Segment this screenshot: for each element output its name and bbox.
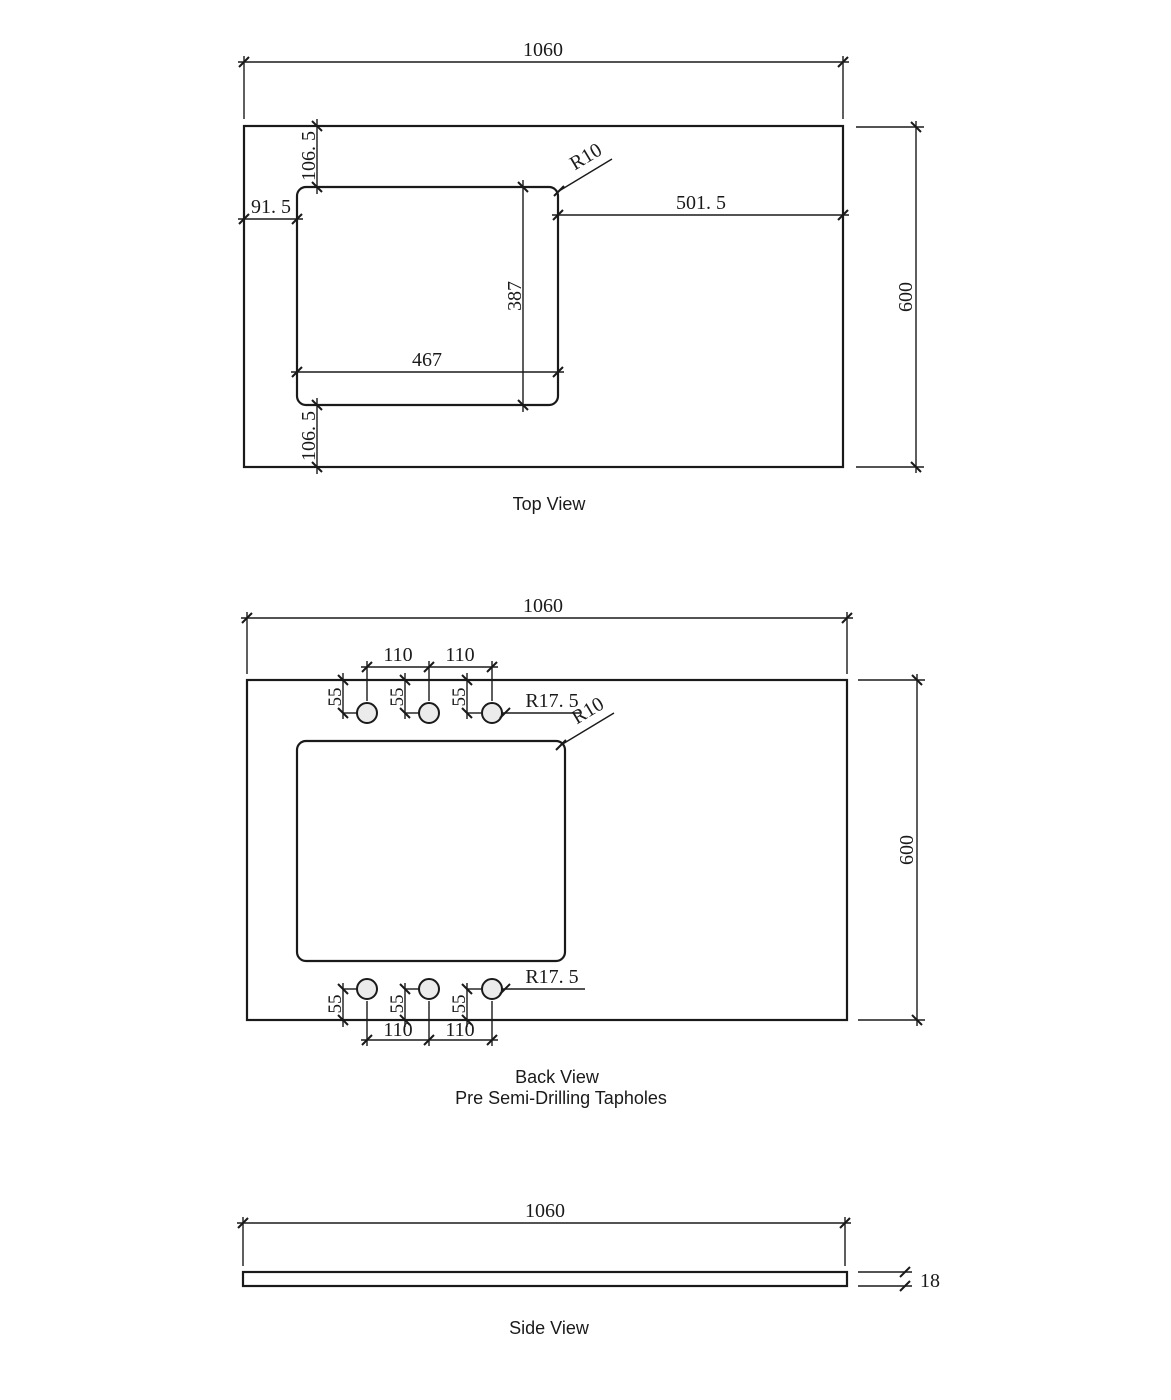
top-dim-offset-left-text: 91. 5 (251, 196, 291, 218)
side-dim-overall-width: 1060 (237, 1200, 851, 1266)
back-dim-overall-depth: 600 (858, 674, 925, 1026)
side-dim-overall-width-text: 1060 (525, 1200, 565, 1222)
back-dim-bottom-hole-spacing: 110 110 (361, 1001, 498, 1046)
back-view-sink-cutout (295, 739, 567, 963)
top-dim-cutout-depth: 387 (504, 180, 529, 412)
back-dim-overall-width: 1060 (241, 595, 853, 674)
back-dim-top-offset-1-text: 55 (325, 688, 346, 707)
back-dim-overall-width-text: 1060 (523, 595, 563, 617)
back-dim-top-offset-3-text: 55 (449, 688, 470, 707)
back-leader-taphole-radius-top-text: R17. 5 (525, 690, 578, 712)
side-view: 1060 18 Side View (237, 1200, 940, 1338)
back-leader-taphole-radius-top: R17. 5 (499, 690, 580, 719)
top-view-sink-cutout (295, 185, 560, 407)
back-dim-top-hole-spacing: 110 110 (361, 644, 498, 701)
side-dim-thickness-text: 18 (920, 1270, 940, 1292)
taphole-bottom-1 (356, 978, 378, 1000)
top-dim-offset-left: 91. 5 (238, 196, 303, 225)
back-view: 1060 600 110 110 (241, 595, 925, 1108)
taphole-top-1 (356, 702, 378, 724)
side-view-slab (241, 1270, 849, 1288)
back-leader-taphole-radius-bottom: R17. 5 (499, 966, 585, 995)
top-dim-offset-top-text: 106. 5 (298, 131, 320, 181)
top-dim-overall-width-text: 1060 (523, 39, 563, 61)
back-leader-taphole-radius-bottom-text: R17. 5 (525, 966, 578, 988)
top-dim-offset-bottom: 106. 5 (298, 398, 323, 474)
top-dim-offset-top: 106. 5 (298, 119, 323, 194)
back-dim-top-spacing-2-text: 110 (445, 644, 474, 666)
side-dim-thickness: 18 (858, 1266, 940, 1292)
taphole-top-3 (481, 702, 503, 724)
top-dim-cutout-depth-text: 387 (504, 281, 526, 311)
back-view-sublabel: Pre Semi-Drilling Tapholes (455, 1088, 667, 1108)
back-view-label: Back View (515, 1067, 600, 1087)
back-view-outline (245, 678, 849, 1022)
back-dim-bottom-offset-1-text: 55 (325, 995, 346, 1014)
top-dim-offset-bottom-text: 106. 5 (298, 411, 320, 461)
back-dim-top-spacing-1-text: 110 (383, 644, 412, 666)
top-view: 1060 600 106. 5 91. 5 (238, 39, 924, 514)
top-dim-overall-width: 1060 (238, 39, 849, 119)
back-dim-overall-depth-text: 600 (896, 835, 918, 865)
taphole-top-2 (418, 702, 440, 724)
back-dim-bottom-spacing-1-text: 110 (383, 1019, 412, 1041)
top-dim-cutout-width: 467 (291, 349, 564, 378)
top-view-outline (242, 124, 845, 469)
top-dim-overall-depth: 600 (856, 121, 924, 473)
taphole-bottom-2 (418, 978, 440, 1000)
top-dim-cutout-width-text: 467 (412, 349, 442, 371)
back-dim-bottom-offset-2-text: 55 (387, 995, 408, 1014)
back-dim-bottom-spacing-2-text: 110 (445, 1019, 474, 1041)
top-dim-right-clearance-text: 501. 5 (676, 192, 726, 214)
back-dim-bottom-offset-3-text: 55 (449, 995, 470, 1014)
top-dim-overall-depth-text: 600 (895, 282, 917, 312)
back-dim-bottom-hole-offsets: 55 55 55 (325, 983, 481, 1027)
back-dim-top-hole-offsets: 55 55 55 (325, 673, 481, 719)
top-view-label: Top View (513, 494, 587, 514)
top-leader-corner-radius: R10 (553, 139, 613, 197)
back-dim-top-offset-2-text: 55 (387, 688, 408, 707)
side-view-label: Side View (509, 1318, 590, 1338)
top-dim-right-clearance: 501. 5 (552, 192, 849, 221)
taphole-bottom-3 (481, 978, 503, 1000)
top-leader-corner-radius-text: R10 (566, 139, 606, 175)
